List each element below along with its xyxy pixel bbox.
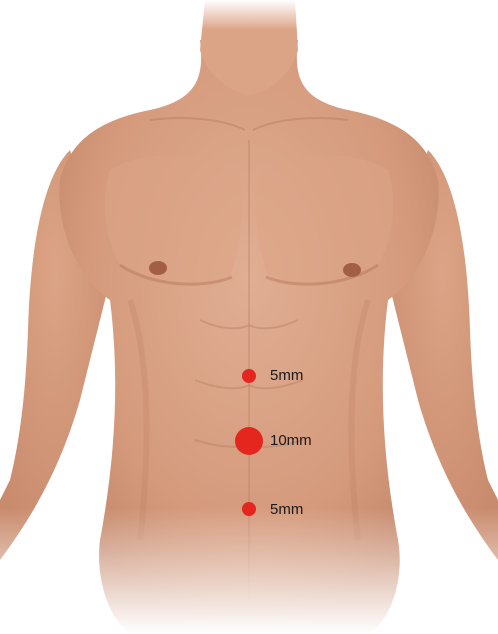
port-label-upper: 5mm bbox=[270, 368, 303, 383]
port-marker-upper bbox=[242, 369, 256, 383]
port-label-lower: 5mm bbox=[270, 502, 303, 517]
port-marker-middle bbox=[235, 427, 263, 455]
port-marker-lower bbox=[242, 502, 256, 516]
port-label-middle: 10mm bbox=[270, 433, 312, 448]
